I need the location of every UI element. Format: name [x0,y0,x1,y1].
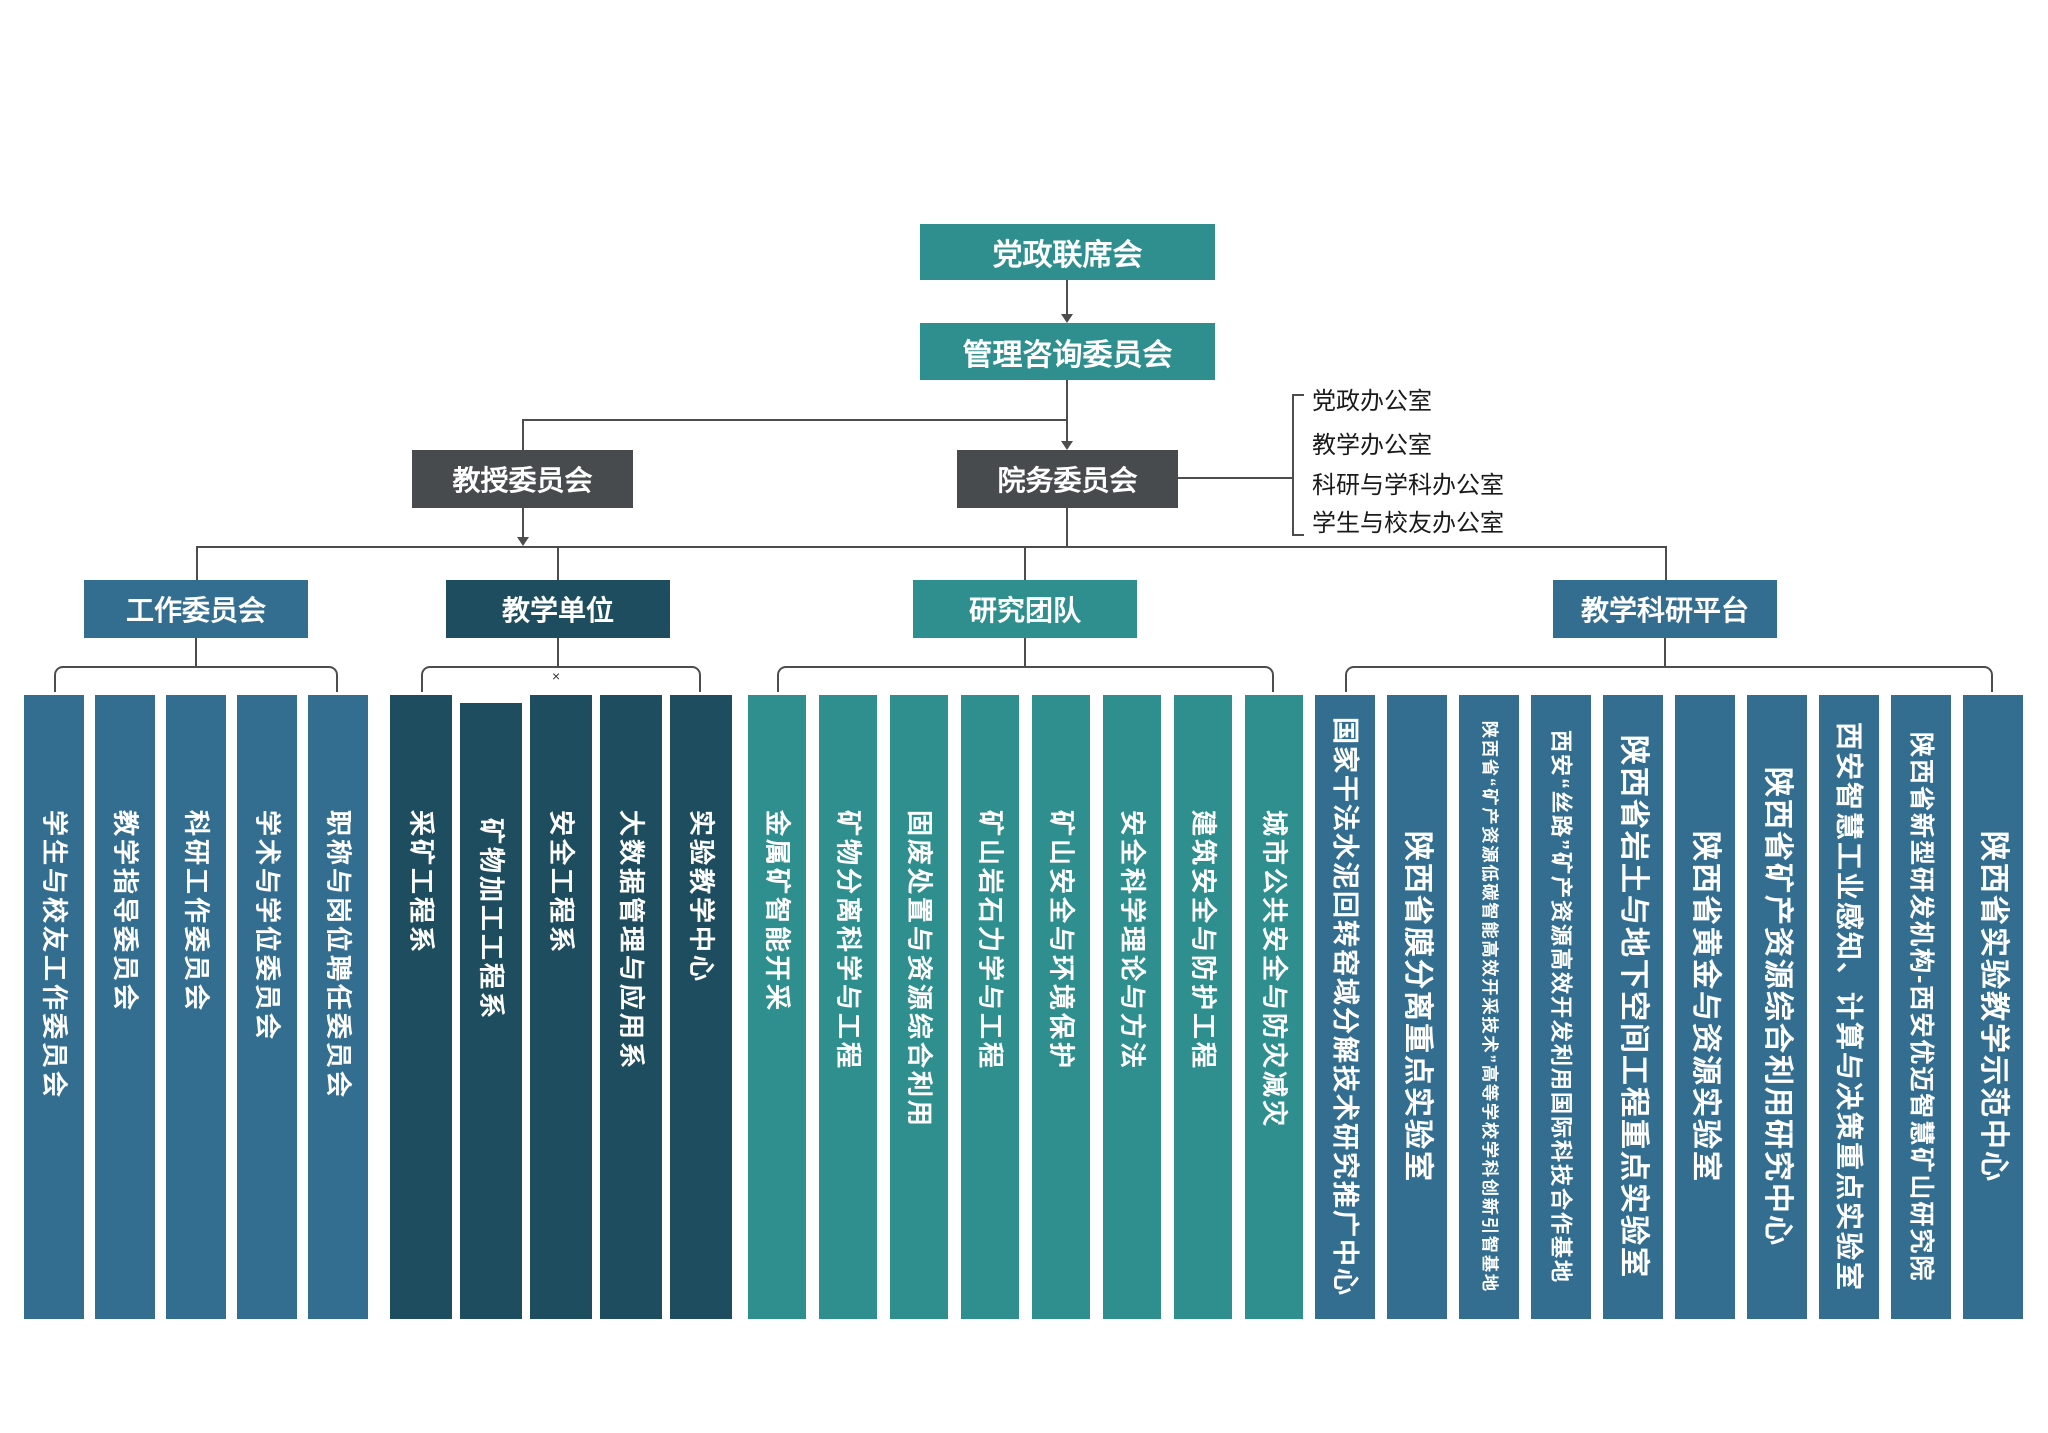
org-column-label: 建筑安全与防护工程 [1188,810,1219,1072]
org-column-label: 大数据管理与应用系 [616,810,647,1072]
connector-line [1665,546,1667,580]
org-column: 城市公共安全与防灾减灾 [1245,695,1303,1319]
org-column: 陕西省“矿产资源低碳智能高效开采技术”高等学校学科创新引智基地 [1459,695,1519,1319]
org-column: 安全科学理论与方法 [1103,695,1161,1319]
org-column: 矿山岩石力学与工程 [961,695,1019,1319]
org-column-label: 实验教学中心 [686,810,717,985]
org-column: 职称与岗位聘任委员会 [308,695,368,1319]
org-column-label: 陕西省黄金与资源实验室 [1688,831,1722,1183]
org-column: 陕西省矿产资源综合利用研究中心 [1747,695,1807,1319]
org-column-label: 西安“丝路”矿产资源高效开发利用国际科技合作基地 [1548,729,1574,1284]
org-column: 建筑安全与防护工程 [1174,695,1232,1319]
org-column: 采矿工程系 [390,695,452,1319]
arrow-down-icon [1061,441,1073,450]
org-column-label: 教学指导委员会 [110,810,141,1014]
connector-line [1066,508,1068,548]
org-column-label: 陕西省新型研发机构-西安优迈智慧矿山研究院 [1907,731,1936,1283]
office-item: 教学办公室 [1312,432,1432,459]
connector-line [1066,280,1068,315]
org-column: 矿物加工工程系 [460,703,522,1319]
group-header-platforms: 教学科研平台 [1553,580,1777,638]
group-bracket [54,666,338,692]
advisory-committee-box: 管理咨询委员会 [920,323,1215,380]
org-column-label: 城市公共安全与防灾减灾 [1259,810,1290,1130]
connector-line [196,546,198,580]
org-column-label: 陕西省矿产资源综合利用研究中心 [1760,767,1794,1247]
org-column-label: 矿山安全与环境保护 [1046,810,1077,1072]
org-column: 西安智慧工业感知、计算与决策重点实验室 [1819,695,1879,1319]
org-column-label: 矿物加工工程系 [476,818,507,1022]
org-column-label: 职称与岗位聘任委员会 [323,810,354,1101]
org-column: 陕西省实验教学示范中心 [1963,695,2023,1319]
connector-line [522,419,524,450]
org-column-label: 矿物分离科学与工程 [833,810,864,1072]
connector-line [1178,477,1292,479]
group-bracket [777,666,1274,692]
org-column-label: 固废处置与资源综合利用 [904,810,935,1130]
council-committee-box: 院务委员会 [957,450,1178,508]
stray-x-mark: × [552,668,561,684]
group-header-research-teams: 研究团队 [913,580,1137,638]
org-column: 陕西省黄金与资源实验室 [1675,695,1735,1319]
org-column: 国家干法水泥回转窑域分解技术研究推广中心 [1315,695,1375,1319]
org-column: 实验教学中心 [670,695,732,1319]
office-item: 学生与校友办公室 [1312,510,1504,537]
group-header-work-committees: 工作委员会 [84,580,308,638]
org-column: 矿物分离科学与工程 [819,695,877,1319]
org-column: 金属矿智能开采 [748,695,806,1319]
org-column: 大数据管理与应用系 [600,695,662,1319]
connector-line [195,638,197,666]
org-column-label: 陕西省岩土与地下空间工程重点实验室 [1616,735,1650,1279]
org-column-label: 西安智慧工业感知、计算与决策重点实验室 [1833,721,1865,1292]
org-column: 学术与学位委员会 [237,695,297,1319]
org-column: 陕西省膜分离重点实验室 [1387,695,1447,1319]
group-bracket [1345,666,1993,692]
org-column: 陕西省岩土与地下空间工程重点实验室 [1603,695,1663,1319]
org-column: 陕西省新型研发机构-西安优迈智慧矿山研究院 [1891,695,1951,1319]
office-item: 科研与学科办公室 [1312,472,1504,499]
arrow-down-icon [517,537,529,546]
org-column: 教学指导委员会 [95,695,155,1319]
group-header-teaching-units: 教学单位 [446,580,670,638]
org-column-label: 学术与学位委员会 [252,810,283,1043]
org-column-label: 学生与校友工作委员会 [39,810,70,1101]
connector-line [1024,638,1026,666]
connector-line [1066,380,1068,442]
org-column: 固废处置与资源综合利用 [890,695,948,1319]
org-column-label: 安全科学理论与方法 [1117,810,1148,1072]
org-column: 安全工程系 [530,695,592,1319]
connector-line [523,419,1068,421]
org-column: 矿山安全与环境保护 [1032,695,1090,1319]
office-item: 党政办公室 [1312,388,1432,415]
arrow-down-icon [1061,314,1073,323]
connector-line [1024,546,1026,580]
connector-line [196,546,1667,548]
professor-committee-box: 教授委员会 [412,450,633,508]
connector-line [1664,638,1666,666]
org-column-label: 陕西省“矿产资源低碳智能高效开采技术”高等学校学科创新引智基地 [1479,721,1499,1293]
connector-line [557,546,559,580]
org-column: 西安“丝路”矿产资源高效开发利用国际科技合作基地 [1531,695,1591,1319]
office-bracket [1292,394,1304,536]
org-column-label: 金属矿智能开采 [762,810,793,1014]
connector-line [557,638,559,666]
org-column-label: 国家干法水泥回转窑域分解技术研究推广中心 [1330,717,1361,1297]
group-bracket [421,666,701,692]
org-column: 科研工作委员会 [166,695,226,1319]
org-column-label: 采矿工程系 [406,810,437,956]
org-column-label: 陕西省膜分离重点实验室 [1400,831,1434,1183]
connector-line [522,508,524,538]
org-column-label: 安全工程系 [546,810,577,956]
root-box: 党政联席会 [920,224,1215,280]
org-column-label: 陕西省实验教学示范中心 [1976,831,2010,1183]
org-column-label: 矿山岩石力学与工程 [975,810,1006,1072]
org-column: 学生与校友工作委员会 [24,695,84,1319]
org-column-label: 科研工作委员会 [181,810,212,1014]
